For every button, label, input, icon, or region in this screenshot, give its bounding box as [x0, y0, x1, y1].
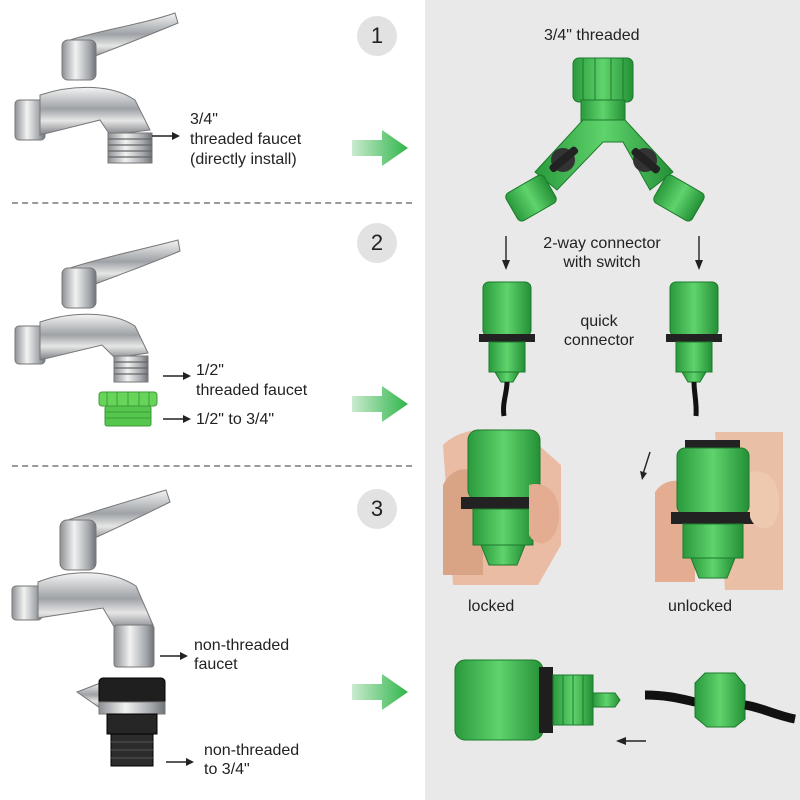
step-number-badge: 1	[357, 16, 397, 56]
unlocked-label: unlocked	[668, 598, 733, 615]
pointer-arrow-icon	[152, 132, 180, 140]
step1-faucet-label-line2: threaded faucet	[190, 131, 302, 148]
pointer-arrow-icon	[160, 652, 188, 660]
step3-adapter-label-line2: to 3/4"	[204, 761, 250, 778]
step2-faucet-label-line2: threaded faucet	[196, 382, 308, 399]
quick-connector-image	[479, 281, 535, 417]
half-inch-adapter-image	[98, 391, 158, 427]
pointer-arrow-icon	[166, 758, 194, 766]
pointer-arrow-icon	[163, 415, 191, 423]
two-way-connector-image	[505, 57, 705, 222]
connector-assembly-image	[454, 659, 796, 741]
down-arrow-icon	[640, 451, 651, 480]
left-panel: 3/4" threaded faucet (directly install) …	[11, 12, 412, 778]
down-arrow-icon	[502, 236, 510, 270]
green-arrow-icon	[352, 386, 408, 422]
step3-faucet-label-line2: faucet	[194, 656, 238, 673]
quick-connector-image	[666, 281, 722, 417]
down-arrow-icon	[695, 236, 703, 270]
unlocked-connector-image	[655, 432, 783, 590]
pointer-arrow-icon	[163, 372, 191, 380]
locked-label: locked	[468, 598, 515, 615]
step1-faucet-label-line3: (directly install)	[190, 151, 297, 168]
quick-connector-label-line2: connector	[563, 332, 635, 349]
half-inch-faucet-image	[14, 239, 181, 383]
top-threaded-label: 3/4" threaded	[544, 27, 640, 44]
connector-label-line1: 2-way connector	[543, 235, 661, 252]
right-panel: 3/4" threaded 2-way connector with switc…	[425, 0, 800, 800]
green-arrow-icon	[352, 130, 408, 166]
universal-adapter-image	[75, 677, 166, 767]
green-arrow-icon	[352, 674, 408, 710]
threaded-faucet-image	[14, 12, 179, 164]
step2-adapter-label: 1/2" to 3/4"	[196, 411, 275, 428]
step2-faucet-label-line1: 1/2"	[196, 362, 224, 379]
quick-connector-label-line1: quick	[580, 313, 618, 330]
step-number-badge: 3	[357, 489, 397, 529]
locked-connector-image	[443, 429, 561, 585]
step-number-badge: 2	[357, 223, 397, 263]
non-threaded-faucet-image	[11, 489, 171, 668]
section-divider	[12, 202, 412, 204]
step1-faucet-label-line1: 3/4"	[190, 111, 218, 128]
step3-adapter-label-line1: non-threaded	[204, 742, 300, 759]
step3-faucet-label-line1: non-threaded	[194, 637, 290, 654]
section-divider	[12, 465, 412, 467]
connector-label-line2: with switch	[563, 254, 641, 271]
left-arrow-icon	[616, 737, 646, 745]
